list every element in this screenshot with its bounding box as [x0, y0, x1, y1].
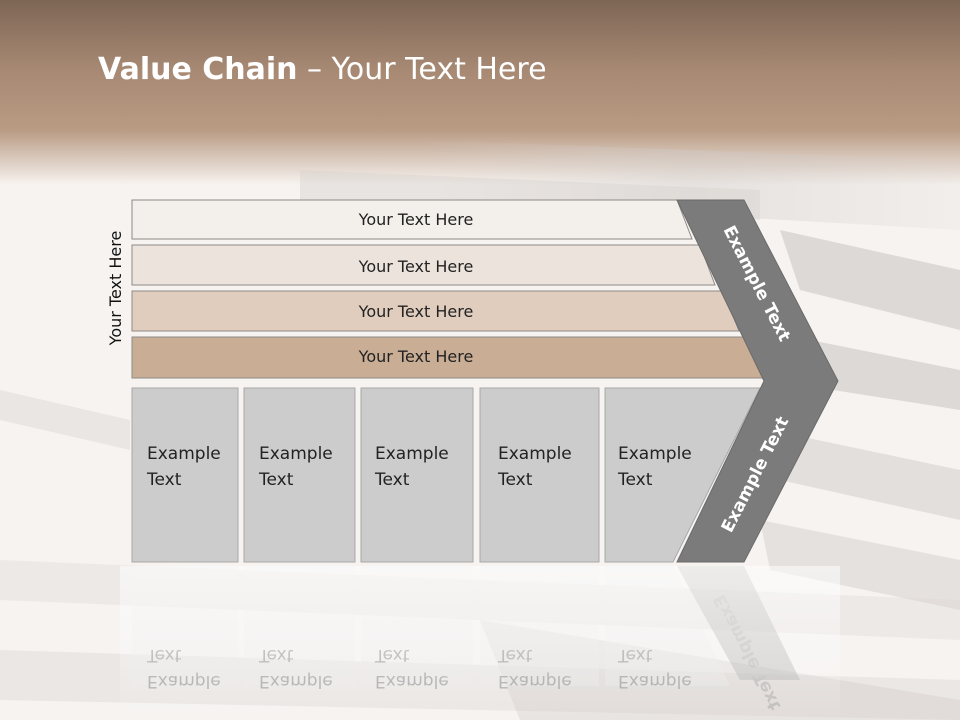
side-label: Your Text Here	[106, 231, 125, 347]
slide-title-bold: Value Chain	[98, 52, 298, 87]
column-2-line2: Text	[258, 470, 294, 490]
support-rows: Your Text Here Your Text Here Your Text …	[131, 199, 764, 379]
column-1-line1: Example	[147, 444, 221, 464]
column-4-line2: Text	[497, 470, 533, 490]
column-5-line2: Text	[617, 470, 653, 490]
row-band-2	[131, 244, 716, 286]
row-label-1: Your Text Here	[358, 210, 474, 229]
column-3-line2: Text	[374, 470, 410, 490]
slide-title: Value Chain – Your Text Here	[98, 52, 547, 87]
row-label-3: Your Text Here	[358, 302, 474, 321]
column-1	[131, 387, 239, 563]
column-5	[604, 387, 761, 563]
column-4-line1: Example	[498, 444, 572, 464]
column-2	[243, 387, 356, 563]
column-4	[479, 387, 600, 563]
row-band-3	[131, 290, 740, 332]
column-1-line2: Text	[146, 470, 182, 490]
column-2-line1: Example	[259, 444, 333, 464]
column-3	[360, 387, 474, 563]
row-band-1	[131, 199, 693, 240]
reflection-fade	[120, 566, 840, 720]
row-label-4: Your Text Here	[358, 347, 474, 366]
row-label-2: Your Text Here	[358, 257, 474, 276]
column-5-line1: Example	[618, 444, 692, 464]
slide-title-rest: – Your Text Here	[297, 52, 547, 87]
chevron-shape	[676, 199, 839, 563]
column-3-line1: Example	[375, 444, 449, 464]
